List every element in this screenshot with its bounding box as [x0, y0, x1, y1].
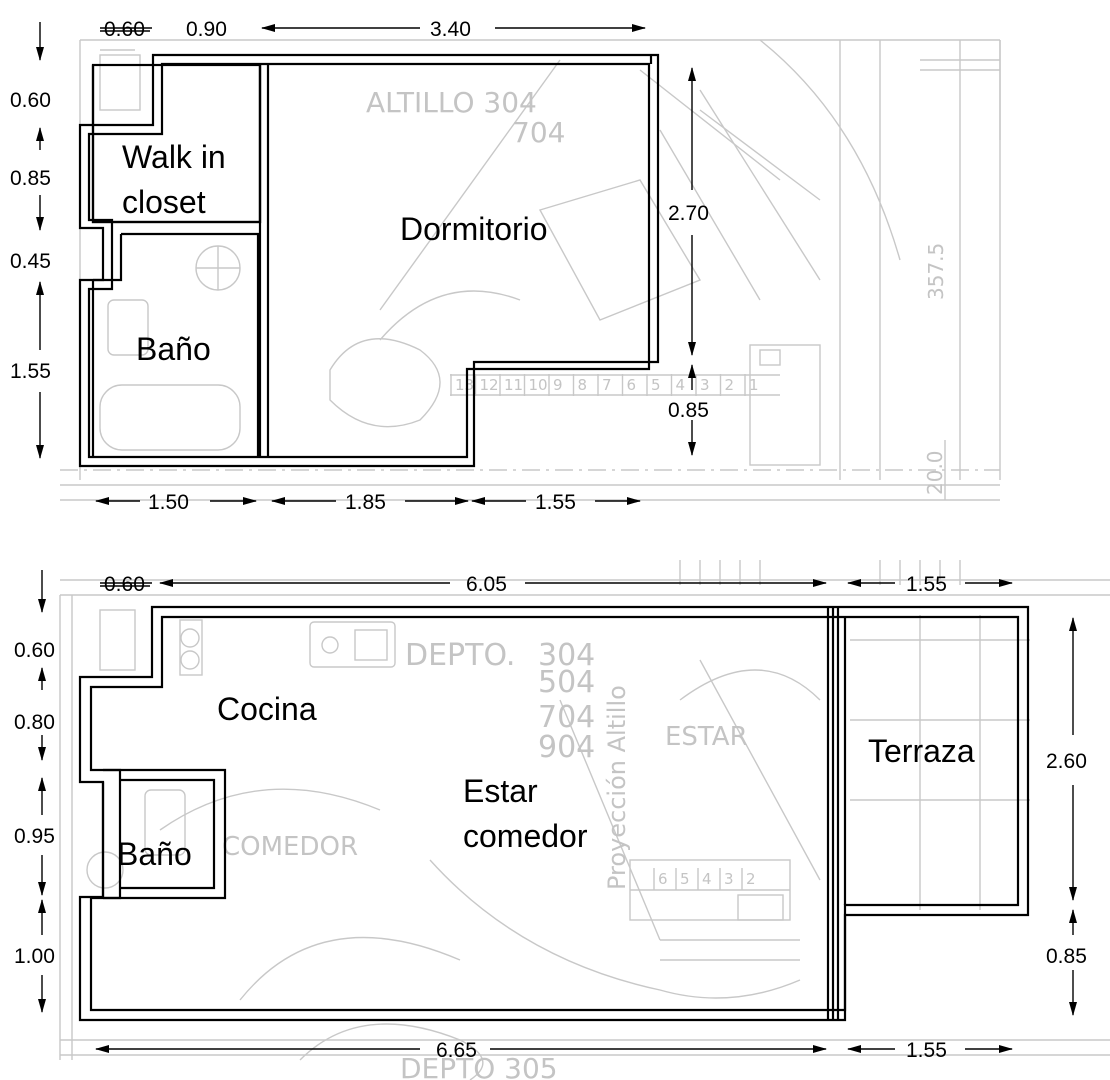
- dim-upper-left-155: 1.55: [10, 360, 51, 383]
- upper-floor-walls: [78, 53, 660, 468]
- dim-upper-right-270: 2.70: [668, 202, 709, 225]
- dim-lower-left-095: 0.95: [14, 825, 55, 848]
- dim-upper-bottom-185: 1.85: [345, 491, 386, 514]
- dim-lower-left-080: 0.80: [14, 711, 55, 734]
- bg-lower-stair-number-3: 3: [724, 870, 734, 888]
- room-label-terraza: Terraza: [868, 733, 975, 769]
- bg-704-lower-label: 704: [538, 700, 595, 735]
- bg-depto-label: DEPTO.: [405, 638, 515, 673]
- bg-upper-stair-number-10: 10: [529, 376, 548, 394]
- dim-upper-bottom-155: 1.55: [535, 491, 576, 514]
- dim-lower-right-085: 0.85: [1046, 945, 1087, 968]
- dim-upper-left-045: 0.45: [10, 250, 51, 273]
- bg-upper-stair-number-7: 7: [602, 376, 612, 394]
- dim-lower-bottom-155: 1.55: [906, 1039, 947, 1062]
- dim-upper-right-085: 0.85: [668, 399, 709, 422]
- room-label-walk-in-closet-1: Walk in: [122, 139, 226, 175]
- bg-upper-stair-number-4: 4: [676, 376, 686, 394]
- upper-dimension-lines: [36, 22, 696, 505]
- dim-upper-top-340: 3.40: [430, 18, 471, 41]
- bg-upper-stair-number-13: 13: [455, 376, 474, 394]
- bg-upper-stair-number-2: 2: [725, 376, 735, 394]
- dim-lower-top-155: 1.55: [906, 573, 947, 596]
- bg-lower-stair-number-6: 6: [658, 870, 668, 888]
- bg-altillo-label: ALTILLO 304: [366, 86, 537, 119]
- lower-floor-walls: [78, 605, 1030, 1022]
- bg-704-label: 704: [512, 116, 565, 149]
- lower-dimension-lines: [38, 570, 1077, 1053]
- room-label-dormitorio: Dormitorio: [400, 211, 548, 247]
- bg-upper-stair-number-12: 12: [480, 376, 499, 394]
- bg-comedor-label: COMEDOR: [222, 832, 358, 862]
- bg-3575-label: 357.5: [924, 243, 948, 300]
- bg-estar-label: ESTAR: [665, 722, 748, 752]
- dim-upper-top-090: 0.90: [186, 18, 227, 41]
- bg-upper-stair-number-9: 9: [553, 376, 563, 394]
- room-label-bano-upper: Baño: [136, 331, 211, 367]
- dim-lower-bottom-665: 6.65: [436, 1039, 477, 1062]
- bg-upper-stair-number-1: 1: [749, 376, 759, 394]
- bg-504-label: 504: [538, 665, 595, 700]
- bg-lower-stair-number-5: 5: [680, 870, 690, 888]
- dim-upper-top-060: 0.60: [104, 18, 145, 41]
- bg-upper-stair-number-6: 6: [627, 376, 637, 394]
- room-label-comedor: comedor: [463, 818, 588, 854]
- bg-904-label: 904: [538, 730, 595, 765]
- room-label-walk-in-closet-2: closet: [122, 184, 206, 220]
- bg-200-label: 20.0: [923, 450, 947, 495]
- bg-lower-stair-number-2: 2: [746, 870, 756, 888]
- room-label-estar: Estar: [463, 773, 538, 809]
- bg-upper-stair-number-8: 8: [578, 376, 588, 394]
- room-label-cocina: Cocina: [217, 691, 317, 727]
- dim-upper-left-085: 0.85: [10, 167, 51, 190]
- bg-depto-305-label: DEPTO 305: [400, 1052, 558, 1080]
- bg-upper-stair-number-11: 11: [504, 376, 523, 394]
- bg-proyeccion-label: Proyección Altillo: [603, 685, 631, 890]
- bg-upper-stair-number-5: 5: [651, 376, 661, 394]
- dim-lower-top-605: 6.05: [466, 573, 507, 596]
- dim-upper-left-060: 0.60: [10, 89, 51, 112]
- lower-background-drawing: DEPTO. 304 504 704 904 ESTAR COMEDOR Pro…: [59, 560, 1110, 1080]
- dim-lower-left-060: 0.60: [14, 639, 55, 662]
- room-label-bano-lower: Baño: [117, 836, 192, 872]
- bg-lower-stair-number-4: 4: [702, 870, 712, 888]
- dim-lower-left-100: 1.00: [14, 945, 55, 968]
- dim-lower-top-060: 0.60: [104, 573, 145, 596]
- bg-304-label: 304: [538, 638, 595, 673]
- dim-upper-bottom-150: 1.50: [148, 491, 189, 514]
- bg-upper-stair-number-3: 3: [700, 376, 710, 394]
- dim-lower-right-260: 2.60: [1046, 750, 1087, 773]
